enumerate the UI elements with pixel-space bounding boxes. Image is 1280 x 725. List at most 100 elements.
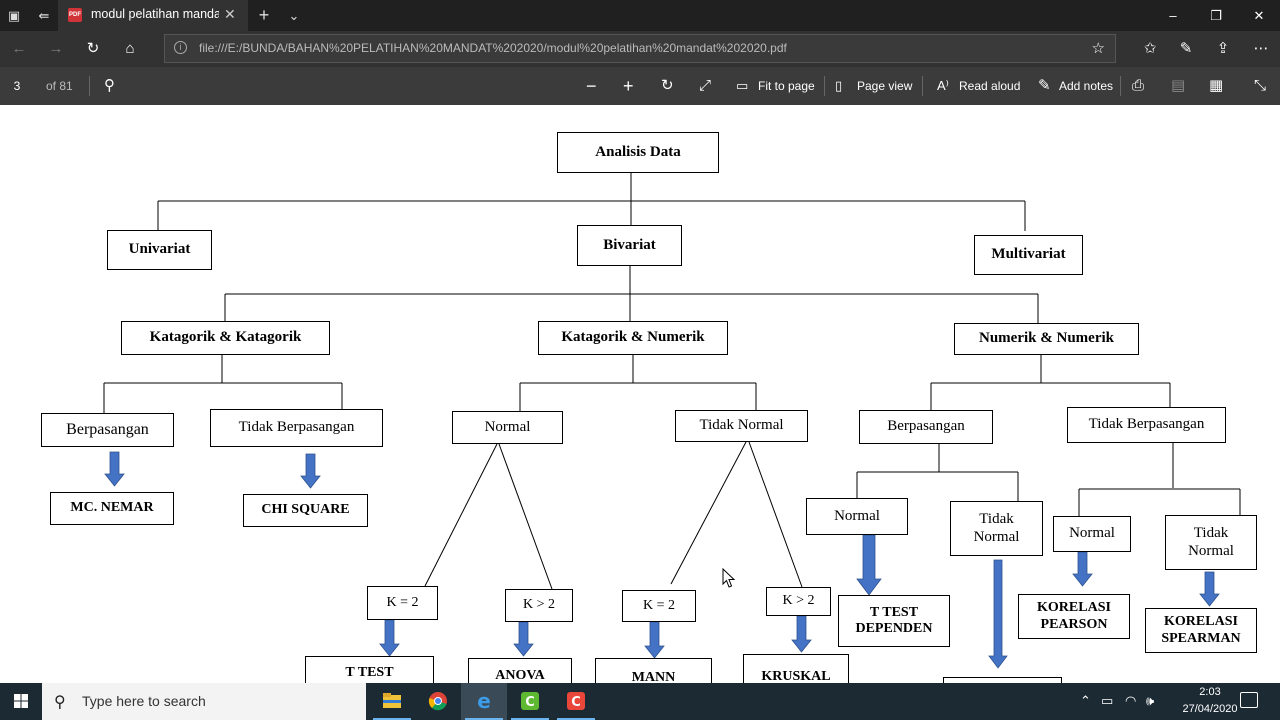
start-button[interactable] [0,683,42,720]
tabs-aside-icon[interactable]: ⇚ [38,8,50,23]
fit-to-page-icon[interactable]: ▭ [736,78,749,93]
maximize-button[interactable]: ❐ [1210,8,1222,23]
node-label: SPEARMAN [1161,630,1241,646]
arrow-down [513,621,534,657]
windows-logo-icon [14,694,28,708]
arrow-down [856,534,882,596]
active-indicator [465,718,503,720]
web-note-icon[interactable]: ✎ [1179,40,1193,57]
page-view-button[interactable]: Page view [857,79,913,93]
save-icon[interactable]: ▤ [1171,77,1186,94]
arrow-down [104,451,125,487]
arrow-down [1199,571,1220,607]
arrow-down [300,453,321,489]
folder-icon [383,693,401,708]
node-label: KORELASI [1037,600,1111,616]
divider [1120,76,1121,96]
node-nnb-tidak-normal: Tidak Normal [950,501,1043,556]
node-label: Normal [973,528,1020,545]
rotate-icon[interactable]: ↻ [661,77,674,94]
read-aloud-icon[interactable]: A⁾ [937,78,949,93]
node-k-gt-2-b: K > 2 [766,587,831,616]
camtasia-red-app[interactable]: C [553,683,599,720]
chrome-app[interactable] [415,683,461,720]
volume-icon[interactable]: 🕪 [1146,693,1155,708]
refresh-icon[interactable]: ↻ [86,40,100,57]
page-number-input[interactable]: 3 [13,79,21,93]
show-hidden-icons-chevron-icon[interactable]: ⌃ [1080,693,1091,708]
add-notes-button[interactable]: Add notes [1059,79,1114,93]
node-t-test: T TEST [305,656,434,683]
print-icon[interactable]: ⎙ [1132,77,1145,94]
page-view-icon[interactable]: ▯ [835,78,843,93]
node-label: T TEST [869,604,919,620]
node-chi-square: CHI SQUARE [243,494,368,527]
home-icon[interactable]: ⌂ [125,40,135,57]
divider [922,76,923,96]
site-info-icon[interactable]: i [174,41,187,54]
node-nn-tidak-berpasangan: Tidak Berpasangan [1067,407,1226,443]
arrow-down [379,619,400,657]
node-nn-berpasangan: Berpasangan [859,410,993,444]
tab-title: modul pelatihan mandat [91,7,219,21]
add-notes-icon[interactable]: ✎ [1038,77,1051,94]
url-field[interactable]: i file:///E:/BUNDA/BAHAN%20PELATIHAN%20M… [164,34,1116,63]
divider [89,76,90,96]
connector-line [424,443,498,587]
chrome-icon [428,692,447,711]
favorites-icon[interactable]: ✩ [1143,40,1157,57]
unpin-icon[interactable]: ⤡ [1254,77,1267,94]
battery-icon[interactable]: ▭ [1101,693,1114,708]
forward-icon[interactable]: → [48,40,64,57]
node-label: PEARSON [1040,616,1108,632]
taskbar: ⚲ Type here to search e C C ⌃ ▭ ◠ 🕪 2:03… [0,683,1280,720]
camtasia-red-icon: C [567,692,585,710]
search-placeholder: Type here to search [82,693,206,709]
clock-time[interactable]: 2:03 [1199,686,1221,698]
node-nnt-tidak-normal: Tidak Normal [1165,515,1257,570]
clock-date[interactable]: 27/04/2020 [1182,703,1238,715]
search-icon[interactable]: ⚲ [104,77,115,94]
save-as-icon[interactable]: ▦ [1209,77,1224,94]
file-explorer-app[interactable] [369,683,415,720]
tab-actions-icon[interactable]: ▣ [7,8,21,23]
node-korelasi-pearson: KORELASI PEARSON [1018,594,1130,639]
browser-tab[interactable]: PDF modul pelatihan mandat ✕ [58,0,248,31]
node-label: Normal [1188,542,1234,559]
svg-text:C: C [571,695,581,710]
mouse-cursor-icon [722,568,736,588]
node-katagorik-numerik: Katagorik & Numerik [538,321,728,355]
node-kn-normal: Normal [452,411,563,444]
tab-list-chevron-icon[interactable]: ⌄ [288,8,300,23]
pdf-favicon-icon: PDF [68,8,82,22]
notifications-icon[interactable] [1240,692,1258,708]
active-indicator [557,718,595,720]
node-univariat: Univariat [107,230,212,270]
arrow-down [791,615,812,653]
more-icon[interactable]: ⋯ [1253,40,1269,57]
active-indicator [373,718,411,720]
minimize-button[interactable]: – [1169,8,1177,23]
back-icon[interactable]: ← [11,40,27,57]
url-text[interactable]: file:///E:/BUNDA/BAHAN%20PELATIHAN%20MAN… [199,41,787,55]
tab-close-icon[interactable]: ✕ [224,6,236,22]
zoom-in-icon[interactable]: + [623,76,634,96]
node-t-test-dependen: T TEST DEPENDEN [838,595,950,647]
read-aloud-button[interactable]: Read aloud [959,79,1021,93]
node-nnb-normal: Normal [806,498,908,535]
zoom-out-icon[interactable]: − [586,76,597,96]
new-tab-icon[interactable]: + [258,5,270,25]
favorite-star-icon[interactable]: ☆ [1091,40,1105,57]
node-bivariat: Bivariat [577,225,682,266]
node-mc-nemar: MC. NEMAR [50,492,174,525]
fit-to-page-button[interactable]: Fit to page [758,79,815,93]
edge-app[interactable]: e [461,683,507,720]
node-k-eq-2-b: K = 2 [622,590,696,622]
fullscreen-icon[interactable]: ⤢ [699,77,712,94]
close-button[interactable]: ✕ [1253,8,1265,23]
node-kruskal: KRUSKAL [743,654,849,683]
camtasia-green-app[interactable]: C [507,683,553,720]
wifi-icon[interactable]: ◠ [1125,693,1137,708]
share-icon[interactable]: ⇪ [1216,40,1230,57]
taskbar-search[interactable]: ⚲ Type here to search [42,683,366,720]
